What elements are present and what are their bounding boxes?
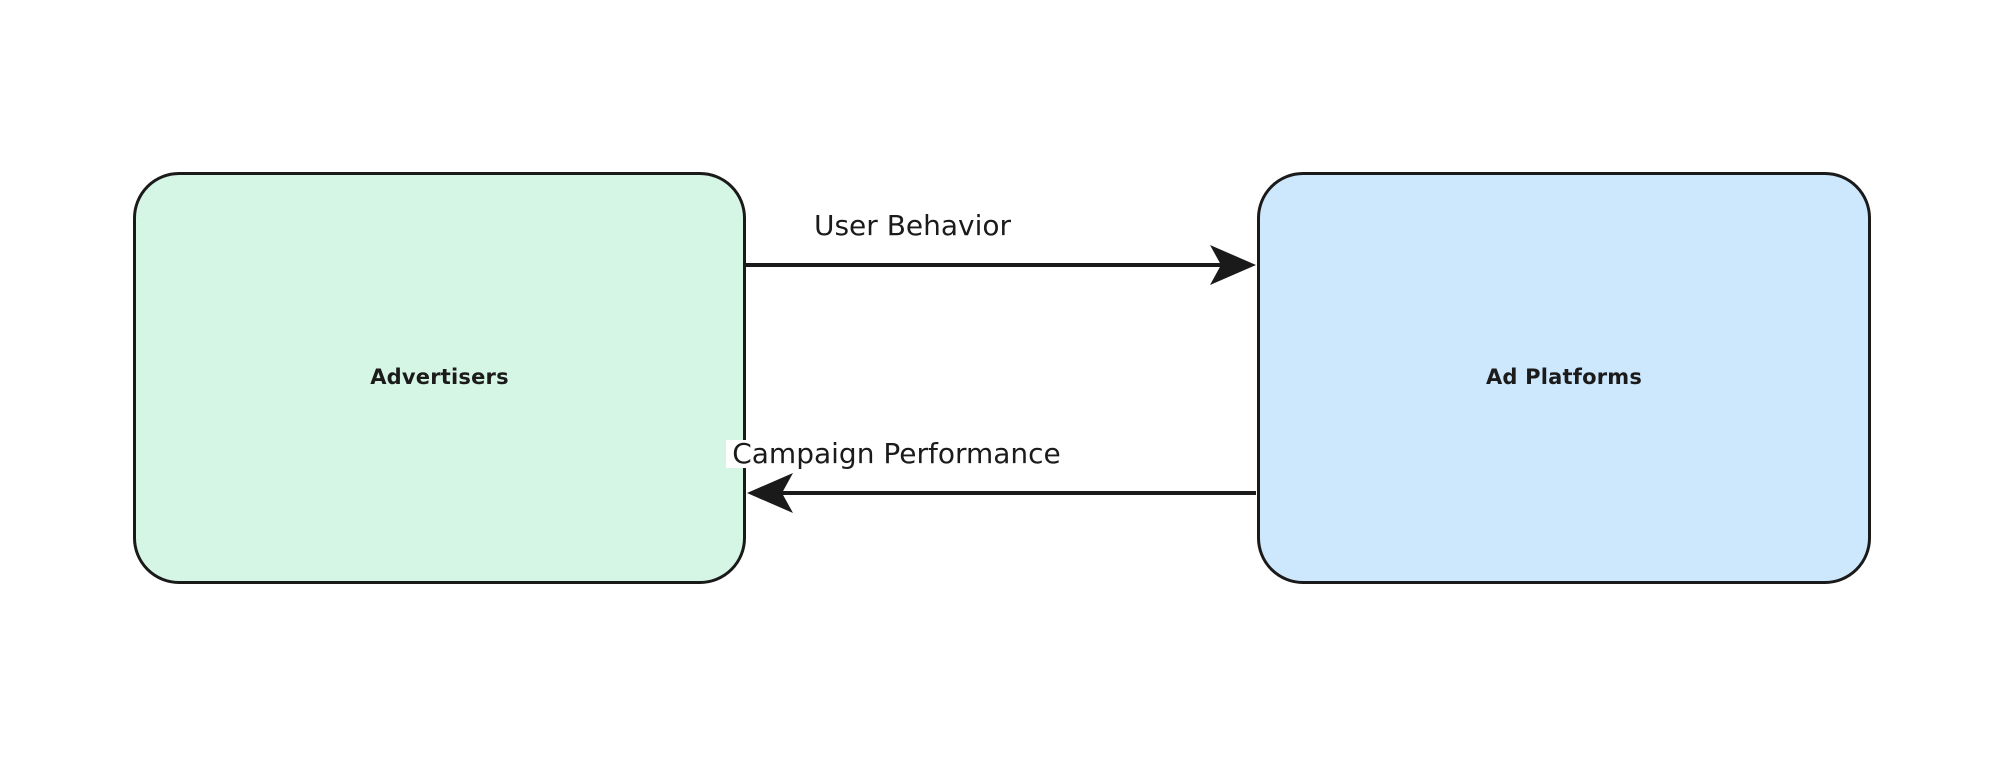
edge-label-user-behavior: User Behavior bbox=[1, 212, 1999, 240]
edge-ad-platforms-to-advertisers bbox=[747, 473, 1256, 513]
arrowhead-right-icon bbox=[1210, 245, 1256, 285]
edge-label-campaign-performance-text: Campaign Performance bbox=[726, 440, 1067, 468]
node-ad-platforms-label: Ad Platforms bbox=[1485, 365, 1643, 390]
edge-advertisers-to-ad-platforms bbox=[746, 245, 1256, 285]
node-advertisers-label: Advertisers bbox=[370, 365, 509, 390]
edge-label-user-behavior-text: User Behavior bbox=[807, 212, 1018, 240]
node-advertisers[interactable]: Advertisers bbox=[133, 172, 746, 584]
edge-label-campaign-performance: Campaign Performance bbox=[1, 440, 1999, 468]
node-ad-platforms[interactable]: Ad Platforms bbox=[1257, 172, 1871, 584]
arrowhead-left-icon bbox=[747, 473, 793, 513]
